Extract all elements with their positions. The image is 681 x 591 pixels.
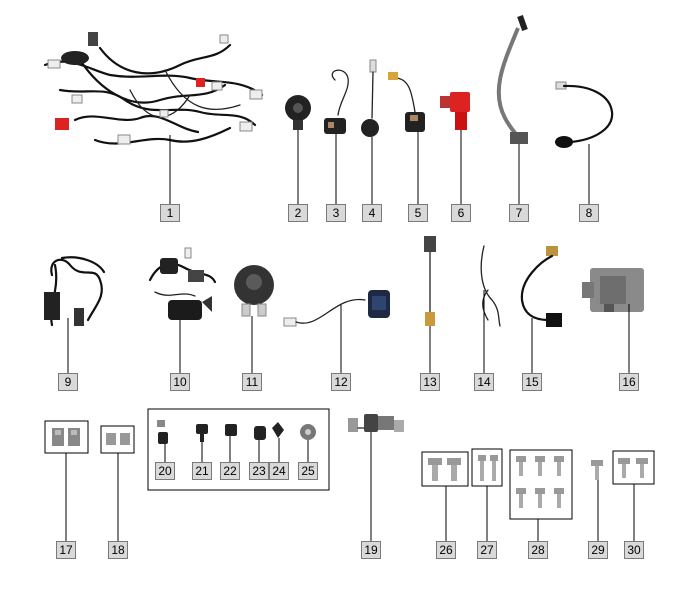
- callout-10: 10: [170, 373, 190, 391]
- callout-2: 2: [288, 204, 308, 222]
- callout-18: 18: [108, 541, 128, 559]
- callout-13: 13: [420, 373, 440, 391]
- callout-30: 30: [624, 541, 644, 559]
- callout-4: 4: [362, 204, 382, 222]
- switch-assembly-icon: [348, 414, 404, 432]
- leader-lines: [65, 130, 635, 541]
- callout-19: 19: [361, 541, 381, 559]
- relay-icon: [388, 72, 425, 132]
- fuse-holder-icon: [440, 92, 470, 130]
- callout-21: 21: [192, 462, 212, 480]
- callout-7: 7: [509, 204, 529, 222]
- horn-icon: [285, 95, 311, 130]
- callout-5: 5: [408, 204, 428, 222]
- callout-3: 3: [326, 204, 346, 222]
- ignition-switch-icon: [148, 247, 217, 320]
- flasher-relay-icon: [234, 265, 274, 317]
- callout-12: 12: [331, 373, 351, 391]
- callout-6: 6: [451, 204, 471, 222]
- lead-wire-icon: [480, 245, 501, 327]
- control-unit-icon: [582, 268, 644, 312]
- bolt-icon: [591, 460, 603, 480]
- damper-pair-icon: [52, 428, 80, 446]
- callout-25: 25: [298, 462, 318, 480]
- battery-cable-icon: [496, 14, 528, 144]
- callout-26: 26: [436, 541, 456, 559]
- callout-15: 15: [522, 373, 542, 391]
- bolt-pair-icon: [618, 458, 648, 478]
- temperature-sensor-icon: [424, 236, 436, 326]
- callout-27: 27: [477, 541, 497, 559]
- callout-8: 8: [579, 204, 599, 222]
- sub-harness-icon: [44, 256, 106, 327]
- callout-9: 9: [58, 373, 78, 391]
- callout-22: 22: [220, 462, 240, 480]
- bolt-pair-icon: [478, 455, 498, 481]
- callout-17: 17: [56, 541, 76, 559]
- callout-24: 24: [269, 462, 289, 480]
- speed-sensor-icon: [283, 290, 390, 327]
- starter-relay-icon: [324, 69, 349, 134]
- callout-11: 11: [242, 373, 262, 391]
- small-switch-icon: [157, 420, 316, 444]
- callout-23: 23: [249, 462, 269, 480]
- ground-cable-icon: [555, 81, 614, 148]
- callout-1: 1: [160, 204, 180, 222]
- callout-16: 16: [619, 373, 639, 391]
- callout-20: 20: [155, 462, 175, 480]
- oxygen-sensor-icon: [520, 246, 562, 327]
- bolt-pair-icon: [428, 458, 461, 481]
- callout-29: 29: [588, 541, 608, 559]
- bolt-set-icon: [516, 456, 564, 508]
- callout-28: 28: [528, 541, 548, 559]
- wiring-harness-icon: [43, 32, 264, 145]
- sensor-icon: [361, 59, 379, 137]
- grommet-pair-icon: [106, 433, 130, 445]
- callout-14: 14: [474, 373, 494, 391]
